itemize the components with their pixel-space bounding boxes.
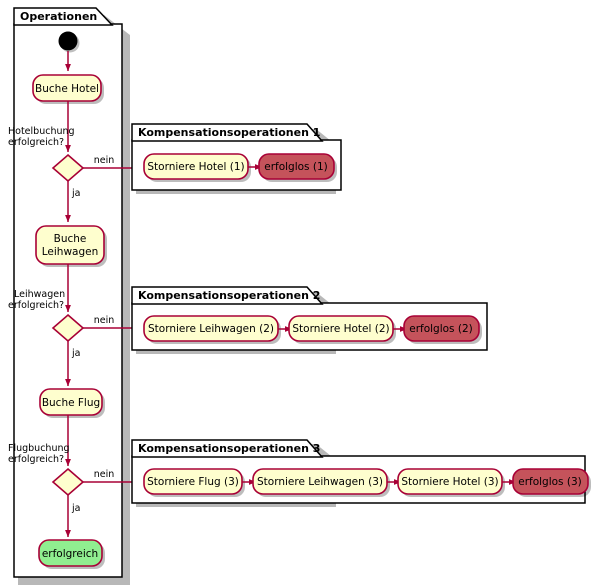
edge-decision-leihwagen-nein: nein <box>83 315 141 331</box>
node-storniere-flug-3[interactable]: Storniere Flug (3) <box>143 468 245 497</box>
edge-decision-flug-ja: ja <box>65 495 80 538</box>
node-storniere-leihwagen-3[interactable]: Storniere Leihwagen (3) <box>252 468 390 497</box>
node-erfolgreich-label: erfolgreich <box>42 548 98 560</box>
edge-decision-hotel-ja: ja <box>65 181 80 223</box>
node-storniere-hotel-2-label: Storniere Hotel (2) <box>292 323 389 335</box>
svg-text:Leihwagen: Leihwagen <box>14 289 65 300</box>
decision-leihwagen-question: Leihwagen erfolgreich? <box>8 289 65 311</box>
frame-2-title: Kompensationsoperationen 2 <box>138 289 320 302</box>
svg-text:erfolgreich?: erfolgreich? <box>8 137 64 148</box>
node-buche-leihwagen-label-line2: Leihwagen <box>42 246 99 258</box>
node-storniere-leihwagen-3-label: Storniere Leihwagen (3) <box>257 476 383 488</box>
edge-decision-hotel-nein: nein <box>83 155 141 171</box>
node-storniere-leihwagen-2-label: Storniere Leihwagen (2) <box>148 323 274 335</box>
node-erfolglos-1-label: erfolglos (1) <box>264 161 328 173</box>
node-storniere-leihwagen-2[interactable]: Storniere Leihwagen (2) <box>143 315 281 344</box>
node-erfolglos-1[interactable]: erfolglos (1) <box>258 153 337 182</box>
label-nein-1: nein <box>94 155 115 166</box>
node-buche-hotel[interactable]: Buche Hotel <box>32 74 104 104</box>
frame-1-title: Kompensationsoperationen 1 <box>138 126 320 139</box>
node-storniere-flug-3-label: Storniere Flug (3) <box>147 476 239 488</box>
node-storniere-hotel-1-label: Storniere Hotel (1) <box>147 161 244 173</box>
node-erfolglos-3-label: erfolglos (3) <box>518 476 582 488</box>
node-buche-leihwagen[interactable]: Buche Leihwagen <box>35 225 107 267</box>
node-buche-flug[interactable]: Buche Flug <box>39 388 105 418</box>
node-erfolglos-3[interactable]: erfolglos (3) <box>512 468 591 497</box>
frame-3-title: Kompensationsoperationen 3 <box>138 442 320 455</box>
node-erfolglos-2-label: erfolglos (2) <box>409 323 473 335</box>
svg-text:erfolgreich?: erfolgreich? <box>8 454 64 465</box>
main-frame-title: Operationen <box>20 10 97 23</box>
node-erfolglos-2[interactable]: erfolglos (2) <box>403 315 482 344</box>
svg-text:Flugbuchung: Flugbuchung <box>8 443 70 454</box>
decision-flug-question: Flugbuchung erfolgreich? <box>8 443 70 465</box>
node-storniere-hotel-2[interactable]: Storniere Hotel (2) <box>288 315 396 344</box>
decision-hotel-question: Hotelbuchung erfolgreich? <box>8 126 75 148</box>
node-erfolgreich[interactable]: erfolgreich <box>38 539 105 569</box>
node-buche-flug-label: Buche Flug <box>42 397 100 409</box>
svg-text:Hotelbuchung: Hotelbuchung <box>8 126 75 137</box>
label-nein-2: nein <box>94 315 115 326</box>
edge-decision-flug-nein: nein <box>83 469 141 485</box>
svg-text:erfolgreich?: erfolgreich? <box>8 300 64 311</box>
node-buche-leihwagen-label-line1: Buche <box>54 233 87 245</box>
node-storniere-hotel-3-label: Storniere Hotel (3) <box>401 476 498 488</box>
start-node <box>58 31 80 53</box>
label-ja-1: ja <box>71 188 80 199</box>
node-buche-hotel-label: Buche Hotel <box>35 83 99 95</box>
label-ja-2: ja <box>71 348 80 359</box>
node-storniere-hotel-1[interactable]: Storniere Hotel (1) <box>143 153 251 182</box>
node-storniere-hotel-3[interactable]: Storniere Hotel (3) <box>397 468 505 497</box>
label-ja-3: ja <box>71 503 80 514</box>
label-nein-3: nein <box>94 469 115 480</box>
edge-decision-leihwagen-ja: ja <box>65 341 80 387</box>
